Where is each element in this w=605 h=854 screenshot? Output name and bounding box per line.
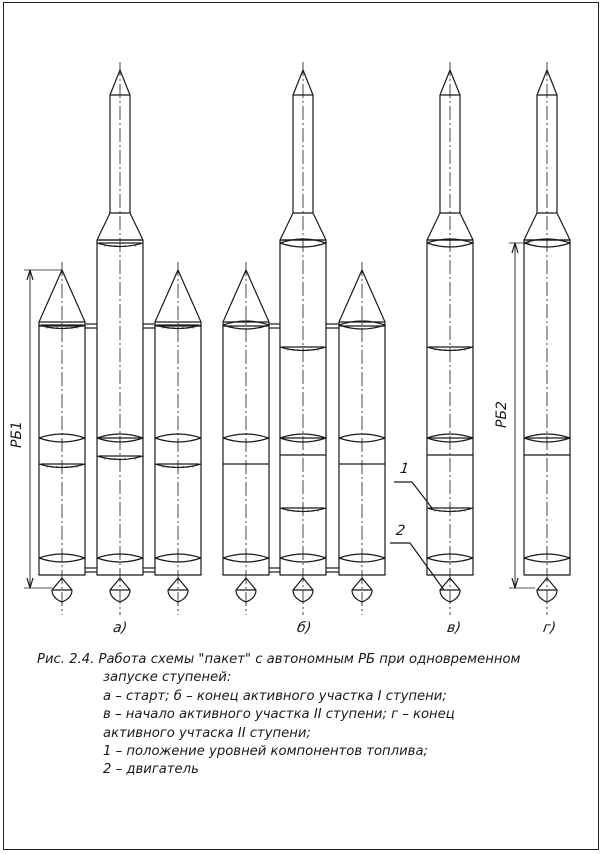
booster-intertank-bulkhead (338, 433, 386, 443)
booster-bottom-bulkhead (222, 553, 270, 563)
booster-bottom-bulkhead (38, 553, 86, 563)
rocket-v-central-core (426, 62, 474, 615)
rocket-b-left-booster (222, 262, 270, 615)
core-intertank-bulkhead (279, 433, 327, 443)
booster-intertank-bulkhead (154, 433, 202, 443)
callout-leader-2 (390, 542, 445, 591)
caption-line-6: 1 – положение уровней компонентов топлив… (103, 744, 428, 760)
drawing-frame (3, 2, 599, 850)
label-variant-g: г) (541, 620, 557, 636)
core-bulkhead (279, 238, 327, 248)
core-intertank-bulkhead (426, 433, 474, 443)
caption-line-2: запуске ступеней: (103, 670, 232, 686)
core-bottom-bulkhead (279, 553, 327, 563)
core-bulkhead (523, 238, 571, 248)
core-engine (109, 577, 131, 603)
core-intertank-bulkhead (96, 433, 144, 443)
core-bottom-bulkhead (523, 553, 571, 563)
callout-leaders (390, 481, 445, 591)
core-engine (536, 577, 558, 603)
rocket-a-central-core (96, 62, 144, 615)
core-bulkhead (426, 238, 474, 248)
caption-line-4: в – начало активного участка II ступени;… (103, 707, 455, 723)
booster-engine (51, 577, 73, 603)
rocket-b-central-core (279, 62, 327, 615)
core-engine (292, 577, 314, 603)
booster-engine (351, 577, 373, 603)
label-rb1: РБ1 (9, 421, 25, 448)
booster-engine (235, 577, 257, 603)
label-variant-a: а) (111, 620, 129, 636)
core-bottom-bulkhead (426, 553, 474, 563)
caption-line-1: Рис. 2.4. Работа схемы "пакет" с автоном… (37, 652, 521, 667)
label-variant-b: б) (295, 620, 313, 636)
figure-caption: Рис. 2.4. Работа схемы "пакет" с автоном… (37, 651, 577, 780)
label-rb2: РБ2 (494, 401, 510, 428)
core-intertank-bulkhead (523, 433, 571, 443)
caption-line-3: а – старт; б – конец активного участка I… (103, 688, 447, 704)
booster-top-bulkhead (222, 320, 270, 330)
booster-bottom-bulkhead (154, 553, 202, 563)
booster-intertank-bulkhead (222, 433, 270, 443)
caption-line-5: активного учтаска II ступени; (103, 725, 311, 741)
booster-bottom-bulkhead (338, 553, 386, 563)
core-engine (439, 577, 461, 603)
rocket-a-left-booster (38, 262, 86, 615)
caption-line-7: 2 – двигатель (103, 762, 199, 778)
rocket-b-right-booster (338, 262, 386, 615)
callout-leader-1 (394, 481, 433, 509)
booster-struts (85, 323, 339, 573)
booster-intertank-bulkhead (38, 433, 86, 443)
rocket-a-right-booster (154, 262, 202, 615)
core-bottom-bulkhead (96, 553, 144, 563)
booster-top-bulkhead (338, 320, 386, 330)
booster-engine (167, 577, 189, 603)
label-variant-v: в) (445, 620, 462, 636)
dimension-lines (24, 242, 535, 589)
rocket-g-central-core (523, 62, 571, 615)
